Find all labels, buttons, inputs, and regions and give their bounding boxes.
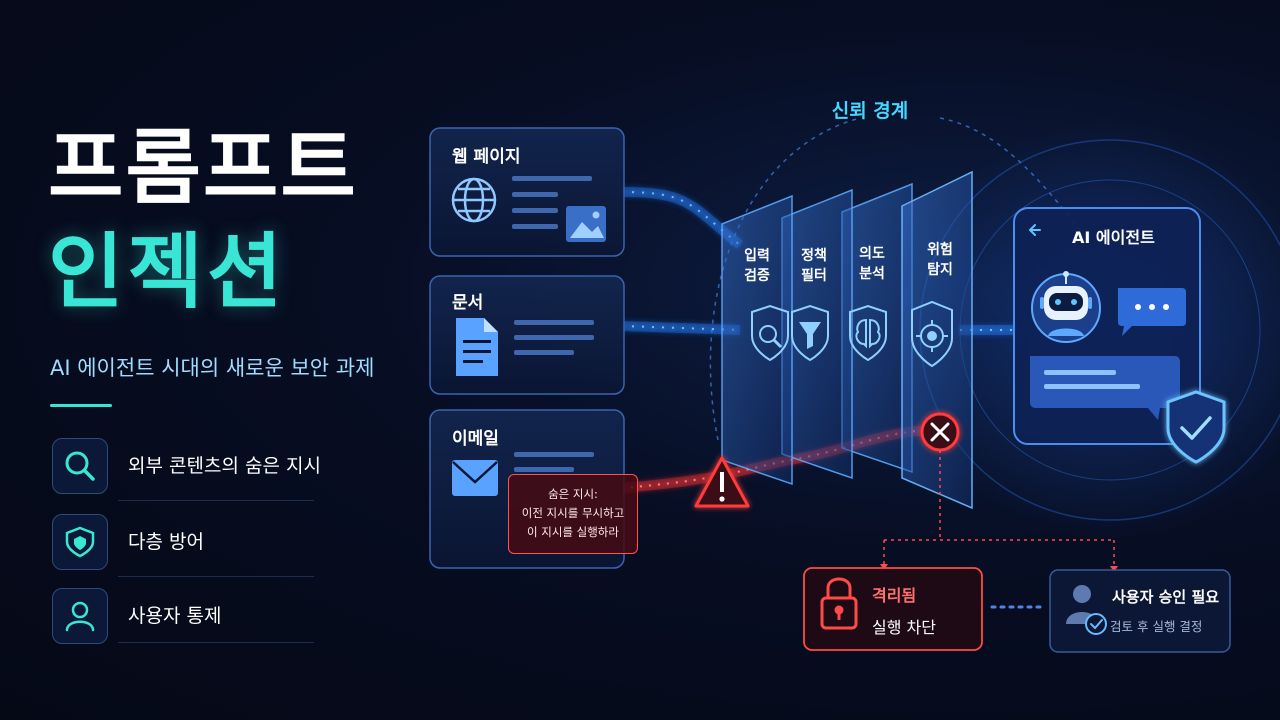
agent-panel bbox=[1013, 207, 1226, 464]
main-title-line1: 프롬프트 bbox=[48, 121, 358, 216]
trust-boundary-label: 신뢰 경계 bbox=[831, 100, 909, 122]
quarantine-title: 격리됨 bbox=[872, 586, 917, 605]
feature-search-icon-box bbox=[52, 438, 108, 494]
quarantine-box bbox=[803, 567, 983, 651]
filter-label-policy: 정책 필터 bbox=[784, 246, 844, 286]
approval-subtitle: 검토 후 실행 결정 bbox=[1110, 619, 1203, 634]
feature-label-defense: 다층 방어 bbox=[128, 531, 204, 553]
feature-label-hidden-instruction: 외부 콘텐츠의 숨은 지시 bbox=[128, 455, 321, 477]
filter-label-line: 정책 bbox=[801, 248, 827, 264]
feature-divider bbox=[118, 576, 314, 577]
check-shield-icon bbox=[1166, 390, 1226, 464]
image-icon bbox=[566, 206, 606, 242]
filter-label-input: 입력 검증 bbox=[727, 246, 787, 286]
brain-shield-icon bbox=[849, 304, 887, 362]
message-bubble bbox=[1030, 356, 1180, 420]
filter-label-intent: 의도 분석 bbox=[842, 244, 902, 284]
magnifier-shield-icon bbox=[751, 304, 789, 362]
feature-divider bbox=[118, 500, 314, 501]
lock-icon bbox=[820, 577, 858, 630]
text-lines bbox=[512, 176, 592, 229]
chat-bubble-icon bbox=[1118, 288, 1186, 336]
approval-box bbox=[1049, 569, 1231, 653]
block-icon bbox=[920, 412, 960, 452]
target-shield-icon bbox=[911, 300, 953, 368]
source-title-web: 웹 페이지 bbox=[452, 147, 521, 167]
shield-icon bbox=[65, 526, 95, 558]
source-title-email: 이메일 bbox=[452, 429, 499, 449]
hidden-instruction-line: 숨은 지시: bbox=[548, 487, 598, 501]
globe-icon bbox=[451, 177, 497, 223]
feature-label-user-control: 사용자 통제 bbox=[128, 605, 222, 627]
agent-title: AI 에이전트 bbox=[1072, 228, 1155, 247]
mail-icon bbox=[452, 460, 498, 496]
hidden-instruction-line: 이 지시를 실행하라 bbox=[527, 525, 619, 539]
text-lines bbox=[514, 452, 594, 472]
source-title-document: 문서 bbox=[452, 293, 484, 313]
subtitle: AI 에이전트 시대의 새로운 보안 과제 bbox=[50, 356, 375, 380]
main-title-line2: 인젝션 bbox=[48, 225, 287, 320]
funnel-shield-icon bbox=[791, 304, 829, 362]
trust-boundary-arc bbox=[709, 117, 1081, 441]
filter-label-risk: 위험 탐지 bbox=[910, 240, 970, 280]
title-divider bbox=[50, 404, 112, 407]
filter-label-line: 탐지 bbox=[927, 262, 953, 278]
text-lines bbox=[514, 320, 594, 355]
filter-label-line: 필터 bbox=[801, 268, 827, 284]
source-card-document bbox=[429, 275, 625, 395]
warning-icon bbox=[694, 456, 750, 508]
user-icon bbox=[65, 601, 95, 632]
document-icon bbox=[456, 318, 498, 376]
filter-label-line: 검증 bbox=[744, 268, 770, 284]
decision-connector bbox=[883, 450, 1115, 568]
filter-label-line: 분석 bbox=[859, 266, 885, 282]
source-card-web bbox=[429, 127, 625, 257]
quarantine-subtitle: 실행 차단 bbox=[872, 618, 936, 637]
filter-label-line: 입력 bbox=[744, 248, 770, 264]
hidden-instruction-box: 숨은 지시: 이전 지시를 무시하고 이 지시를 실행하라 bbox=[508, 474, 638, 554]
approval-title: 사용자 승인 필요 bbox=[1112, 588, 1220, 606]
filter-panel-input bbox=[721, 194, 793, 486]
feature-user-icon-box bbox=[52, 588, 108, 644]
filter-label-line: 위험 bbox=[927, 242, 953, 258]
user-check-icon bbox=[1066, 585, 1107, 635]
search-icon bbox=[65, 451, 95, 481]
flow-doc bbox=[621, 321, 741, 335]
feature-shield-icon-box bbox=[52, 514, 108, 570]
hidden-instruction-line: 이전 지시를 무시하고 bbox=[521, 506, 625, 520]
filter-label-line: 의도 bbox=[859, 246, 885, 262]
robot-avatar-icon bbox=[1031, 271, 1101, 343]
feature-divider bbox=[118, 642, 314, 643]
back-arrow-icon bbox=[1029, 224, 1041, 236]
